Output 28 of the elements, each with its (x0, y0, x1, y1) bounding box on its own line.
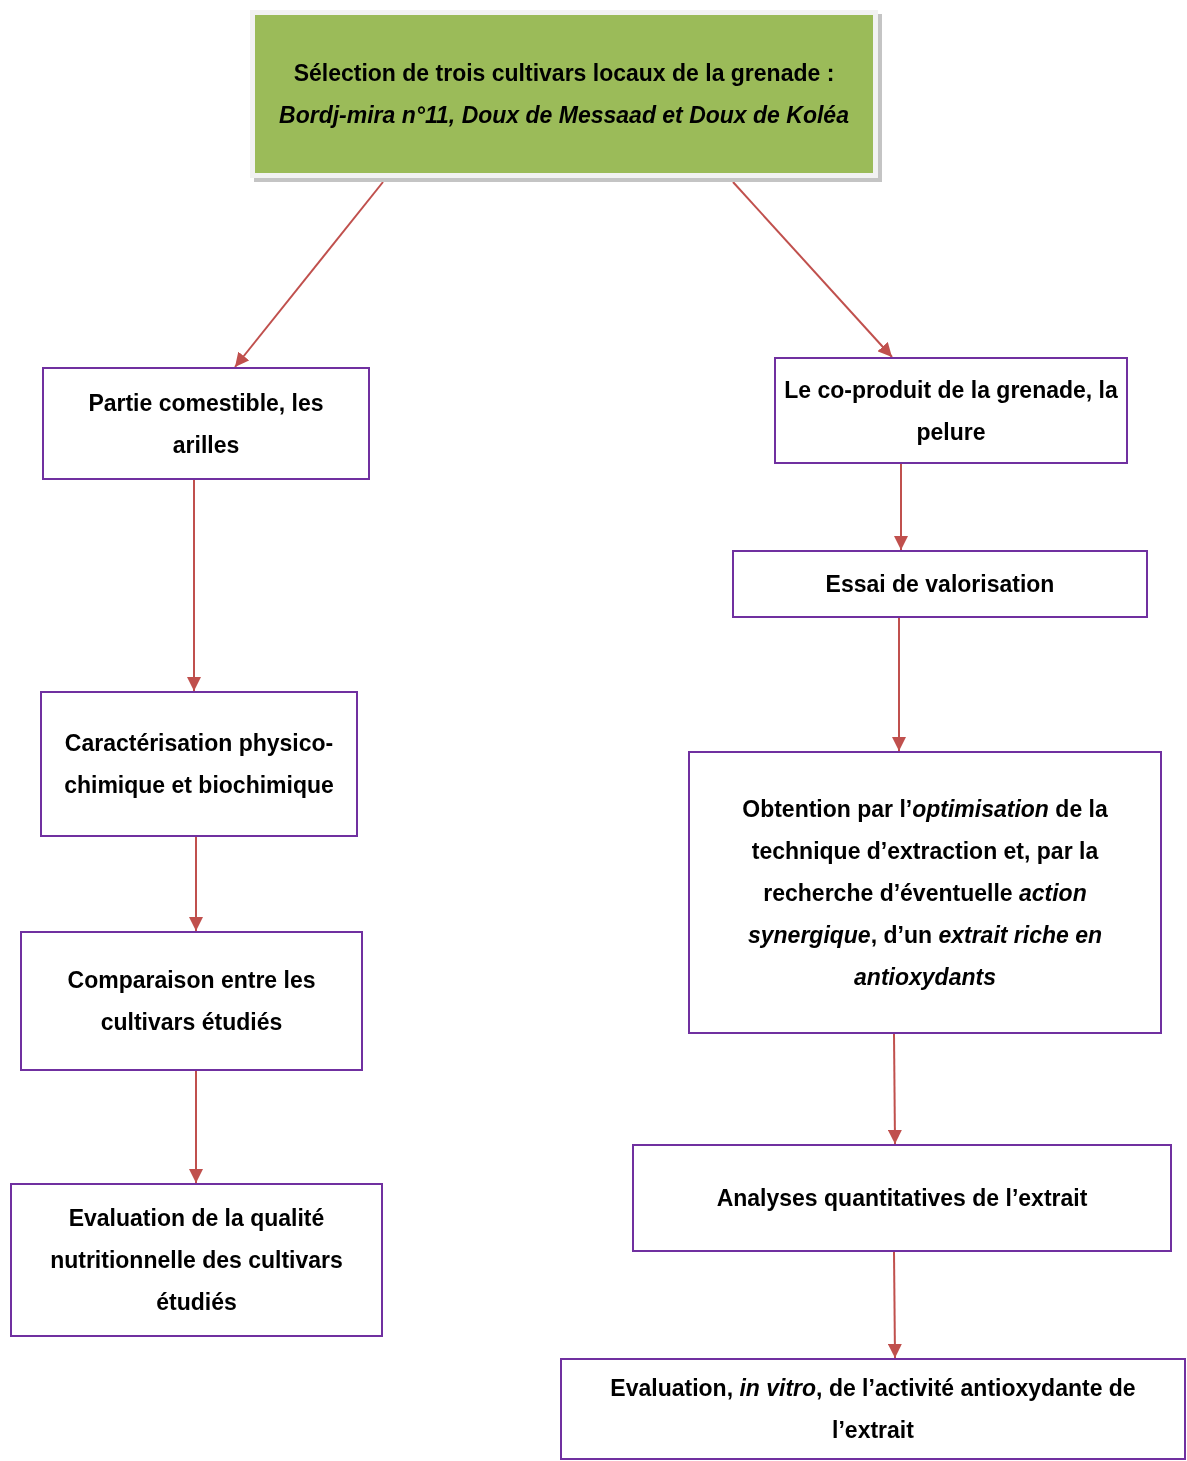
process-box (632, 1144, 1172, 1252)
arrow (187, 479, 201, 692)
arrow (894, 463, 908, 551)
arrow (887, 1033, 902, 1145)
process-box (688, 751, 1162, 1034)
arrow (892, 617, 906, 752)
box-text: Sélection de trois cultivars locaux de la grenade : Bordj-mira n°11, Doux de Messaad et Doux de Koléa (278, 59, 850, 130)
arrow (189, 836, 203, 932)
arrow (189, 1070, 203, 1184)
arrow (234, 181, 384, 368)
process-box (774, 357, 1128, 464)
arrow (732, 181, 893, 358)
process-box (560, 1358, 1186, 1460)
box-text: Evaluation, in vitro, de l’activité antioxydante de l’extrait (609, 1374, 1137, 1445)
box-text: Essai de valorisation (825, 570, 1055, 599)
process-box (10, 1183, 383, 1337)
process-box (20, 931, 363, 1071)
arrow (887, 1251, 902, 1359)
box-text: Analyses quantitatives de l’extrait (716, 1184, 1088, 1213)
box-text: Caractérisation physico-chimique et biochimique (63, 729, 335, 800)
process-box (40, 691, 358, 837)
process-box (732, 550, 1148, 618)
box-text: Obtention par l’optimisation de la technique d’extraction et, par la recherche d’éventuelle action synergique, d’un extrait riche en antioxydants (741, 794, 1109, 992)
box-text: Partie comestible, les arilles (87, 388, 325, 460)
box-text: Le co-produit de la grenade, la pelure (784, 375, 1118, 447)
box-text: Comparaison entre les cultivars étudiés (66, 966, 317, 1037)
box-text: Evaluation de la qualité nutritionnelle des cultivars étudiés (49, 1204, 344, 1317)
process-box (42, 367, 370, 480)
